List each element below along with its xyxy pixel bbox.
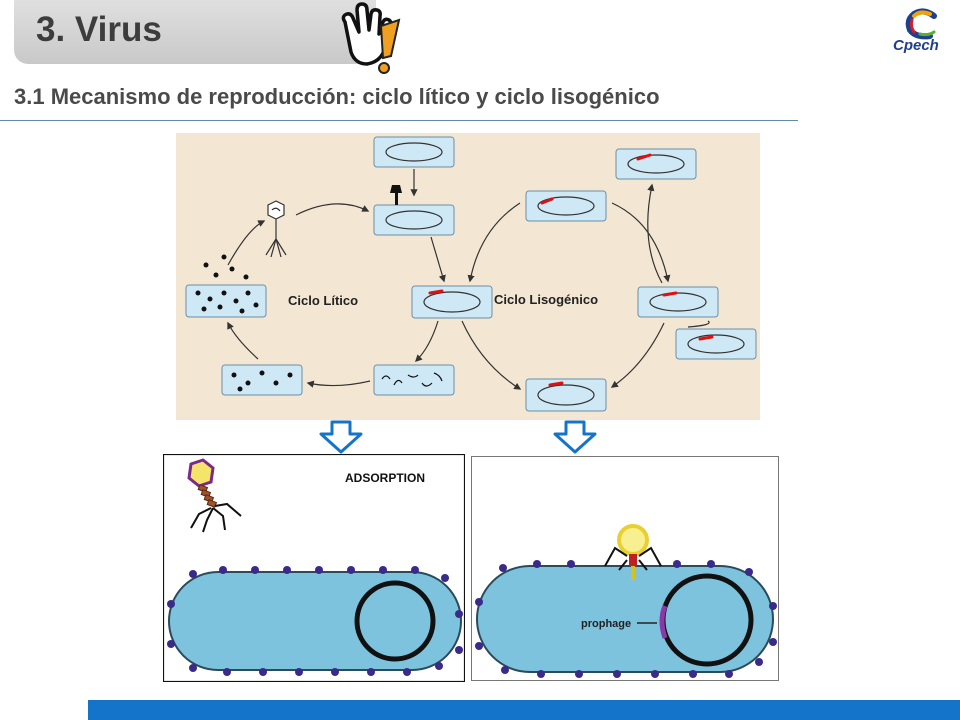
hand-pointer-icon [341,2,401,74]
lytic-cycle-label: Ciclo Lítico [288,293,358,308]
cell-top [373,136,455,168]
cell-lysogen-5 [525,378,607,412]
header-divider [0,120,798,121]
prophage-panel: prophage [471,456,779,681]
cpech-logo-icon [905,8,937,40]
cell-lysis [185,254,267,318]
logo-text: Cpech [893,37,939,54]
down-arrow-icon [319,420,363,454]
cycle-diagram: Ciclo Lítico Ciclo Lisogénico [176,133,760,420]
cell-replication [373,364,455,396]
prophage-label: prophage [581,618,631,630]
phage-icon [604,524,662,580]
subtitle: 3.1 Mecanismo de reproducción: ciclo lít… [14,84,660,109]
bacterium-cell [475,560,777,678]
cell-center [411,285,493,319]
title-tab [14,0,376,64]
phage-attached [265,200,287,258]
phage-icon [187,458,242,533]
lysogenic-cycle-label: Ciclo Lisogénico [494,292,598,307]
adsorption-panel: ADSORPTION [163,454,465,682]
adsorption-label: ADSORPTION [345,471,425,485]
cell-lysogen-2 [615,148,697,180]
cell-lysogen-1 [525,190,607,222]
footer-bar [88,700,960,720]
exclamation-icon [378,18,401,74]
down-arrow-icon [553,420,597,454]
page-title: 3. Virus [36,10,162,49]
cell-lysogen-3 [637,286,719,318]
bacterium-cell [167,566,463,676]
cell-infected [373,185,455,236]
cell-assembly [221,364,303,396]
cell-lysogen-4 [675,328,757,360]
